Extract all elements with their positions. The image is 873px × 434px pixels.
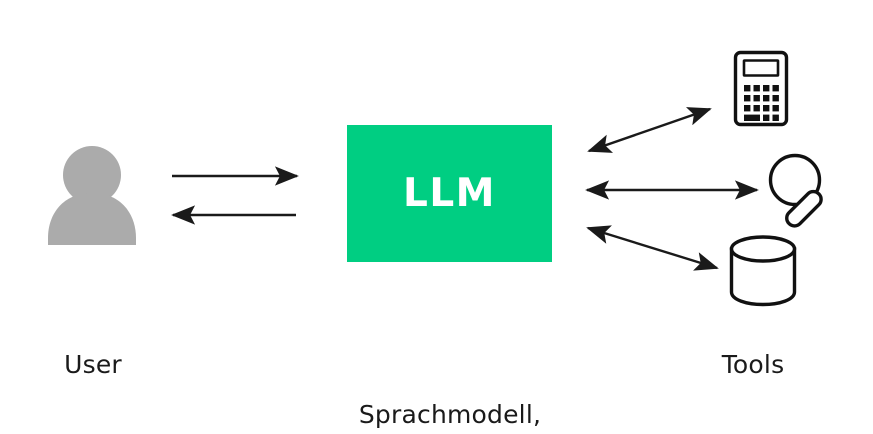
llm-caption: Sprachmodell, das „denkt“: [330, 330, 570, 434]
user-icon: [48, 146, 136, 245]
llm-caption-line-1: Sprachmodell,: [358, 399, 542, 429]
database-cylinder-icon: [729, 235, 797, 307]
calculator-icon: [733, 50, 789, 127]
llm-box-label: LLM: [402, 171, 496, 216]
tools-group-label: Tools: [721, 350, 785, 379]
magnifying-glass-icon: [768, 153, 823, 228]
user-group-label: User: [64, 350, 122, 379]
arrow-llm-database: [586, 225, 719, 271]
arrow-llm-calculator: [587, 107, 712, 153]
llm-box: LLM: [347, 125, 552, 262]
